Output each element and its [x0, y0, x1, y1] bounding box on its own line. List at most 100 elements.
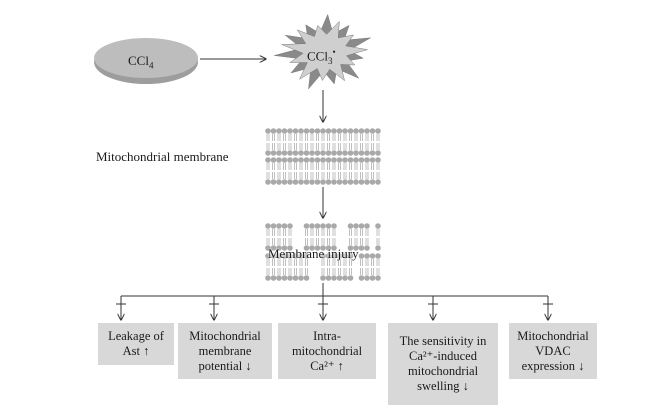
lipid-pair	[364, 253, 370, 281]
effect-box-intramitochondrial-calcium: Intra- mitochondrial Ca²⁺ ↑	[278, 323, 376, 379]
ccl4-label: CCl4	[128, 53, 153, 74]
lipid-pair	[281, 253, 288, 281]
lipid-pair	[325, 223, 332, 251]
effect-line: The sensitivity in	[399, 334, 487, 348]
effect-line: expression ↓	[521, 358, 585, 373]
lipid-pair	[281, 128, 288, 156]
lipid-pair	[265, 157, 271, 185]
effect-line: Intra-	[313, 328, 341, 343]
lipid-pair	[342, 157, 348, 185]
lipid-pair	[298, 157, 304, 185]
radical-dot: •	[332, 47, 336, 57]
lipid-pair	[270, 157, 277, 185]
radical-star-shape	[281, 20, 368, 82]
membrane-label: Mitochondrial membrane	[96, 149, 229, 164]
lipid-pair	[364, 157, 370, 185]
lipid-pair	[347, 157, 354, 185]
effect-line: Leakage of	[108, 329, 164, 343]
lipid-pair	[353, 128, 359, 156]
ccl4-subscript: 4	[148, 60, 154, 71]
lipid-pair	[270, 253, 277, 281]
lipid-pair	[353, 157, 359, 185]
lipid-pair	[358, 128, 365, 156]
lipid-pair	[303, 157, 310, 185]
ccl3-subscript: 3	[327, 55, 333, 66]
lipid-pair	[265, 223, 271, 251]
lipid-pair	[320, 157, 326, 185]
effect-line: Ast ↑	[122, 344, 150, 358]
ccl4-formula: CCl	[128, 53, 149, 68]
lipid-pair	[303, 223, 310, 251]
effect-line: VDAC	[535, 343, 571, 358]
lipid-pair	[287, 253, 293, 281]
lipid-pair	[314, 223, 321, 251]
lipid-pair	[276, 157, 282, 185]
lipid-pair	[331, 253, 337, 281]
radical-star	[274, 13, 371, 90]
effect-line: swelling ↓	[417, 379, 469, 393]
lipid-pair	[265, 128, 271, 156]
lipid-pair	[276, 128, 282, 156]
lipid-pair	[309, 223, 315, 251]
lipid-pair	[331, 128, 337, 156]
ccl3-formula: CCl	[307, 48, 328, 64]
effect-line: mitochondrial	[291, 343, 363, 358]
lipid-pair	[287, 128, 293, 156]
lipid-pair	[369, 253, 376, 281]
lipid-pair	[281, 223, 288, 251]
lipid-pair	[270, 223, 277, 251]
branch-arrows	[116, 296, 553, 320]
lipid-pair	[320, 223, 326, 251]
effect-line: Ca²⁺ ↑	[310, 358, 344, 373]
lipid-pair	[303, 128, 310, 156]
ccl3-radical-label: CCl3•	[307, 45, 336, 69]
lipid-pair	[281, 157, 288, 185]
lipid-pair	[325, 128, 332, 156]
ccl4-ellipse	[94, 38, 198, 84]
lipid-pair	[276, 223, 282, 251]
lipid-pair	[375, 128, 381, 156]
effect-line: potential ↓	[198, 358, 252, 373]
lipid-pair	[270, 128, 277, 156]
lipid-pair	[375, 223, 381, 251]
lipid-pair	[325, 253, 332, 281]
lipid-pair	[358, 223, 365, 251]
lipid-pair	[336, 128, 343, 156]
lipid-pair	[331, 223, 337, 251]
lipid-pair	[287, 157, 293, 185]
lipid-pair	[309, 157, 315, 185]
lipid-pair	[292, 157, 299, 185]
lipid-pair	[320, 128, 326, 156]
lipid-pair	[276, 253, 282, 281]
lipid-pair	[358, 157, 365, 185]
lipid-pair	[287, 223, 293, 251]
branch-connector	[121, 283, 548, 297]
lipid-pair	[314, 157, 321, 185]
effect-line: Ca²⁺-induced	[409, 349, 477, 363]
membrane-injury-label: Membrane injury	[268, 246, 359, 261]
lipid-pair	[358, 253, 365, 281]
effect-line: Mitochondrial	[189, 328, 261, 343]
lipid-pair	[375, 253, 381, 281]
lipid-pair	[369, 157, 376, 185]
lipid-pair	[314, 128, 321, 156]
lipid-pair	[353, 223, 359, 251]
effect-line: mitochondrial	[407, 364, 479, 378]
effect-box-swelling-sensitivity: The sensitivity in Ca²⁺-induced mitochon…	[388, 323, 498, 405]
lipid-pair	[309, 128, 315, 156]
lipid-pair	[292, 253, 299, 281]
lipid-pair	[325, 157, 332, 185]
lipid-pair	[364, 128, 370, 156]
lipid-pair	[320, 253, 326, 281]
lipid-pair	[298, 253, 304, 281]
effect-box-membrane-potential: Mitochondrial membrane potential ↓	[178, 323, 272, 379]
lipid-pair	[265, 253, 271, 281]
lipid-pair	[342, 253, 348, 281]
effect-box-vdac-expression: Mitochondrial VDAC expression ↓	[509, 323, 597, 379]
effect-line: Mitochondrial	[517, 328, 589, 343]
lipid-pair	[342, 128, 348, 156]
lipid-pair	[298, 128, 304, 156]
effect-box-ast-leakage: Leakage of Ast ↑	[98, 323, 174, 365]
